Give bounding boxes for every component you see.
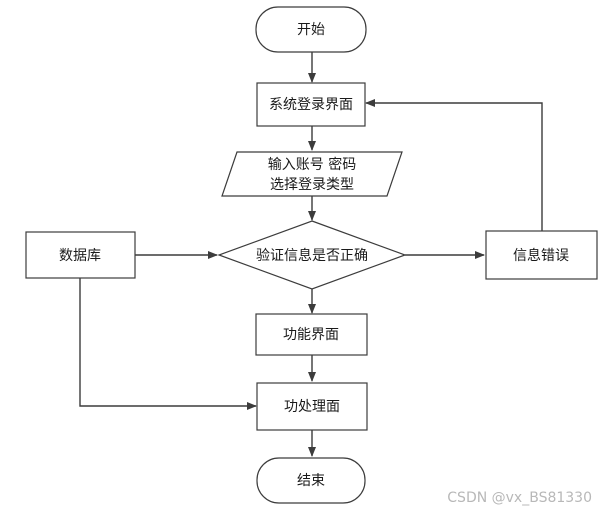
database-node: 数据库	[25, 231, 136, 279]
verify-decision-node: 验证信息是否正确	[217, 220, 407, 290]
function-screen-node: 功能界面	[255, 313, 368, 356]
input-label-line2: 选择登录类型	[270, 177, 354, 193]
process-screen-node: 功处理面	[256, 382, 368, 431]
login-screen-label: 系统登录界面	[269, 97, 353, 113]
input-label-line1: 输入账号 密码	[268, 156, 356, 173]
login-screen-node: 系统登录界面	[256, 82, 366, 127]
edge-database-to-process	[79, 278, 257, 410]
input-node: 输入账号 密码 选择登录类型	[221, 151, 403, 197]
database-label: 数据库	[59, 248, 101, 264]
start-node: 开始	[255, 6, 367, 53]
verify-label: 验证信息是否正确	[256, 247, 368, 264]
error-label: 信息错误	[513, 247, 569, 264]
watermark-text: CSDN @vx_BS81330	[447, 490, 592, 506]
error-node: 信息错误	[485, 230, 598, 280]
edges	[79, 52, 543, 457]
start-label: 开始	[297, 22, 325, 38]
function-screen-label: 功能界面	[283, 327, 339, 343]
process-screen-label: 功处理面	[284, 399, 340, 415]
edge-error-to-login	[365, 99, 543, 231]
end-node: 结束	[256, 457, 366, 504]
end-label: 结束	[297, 473, 325, 489]
